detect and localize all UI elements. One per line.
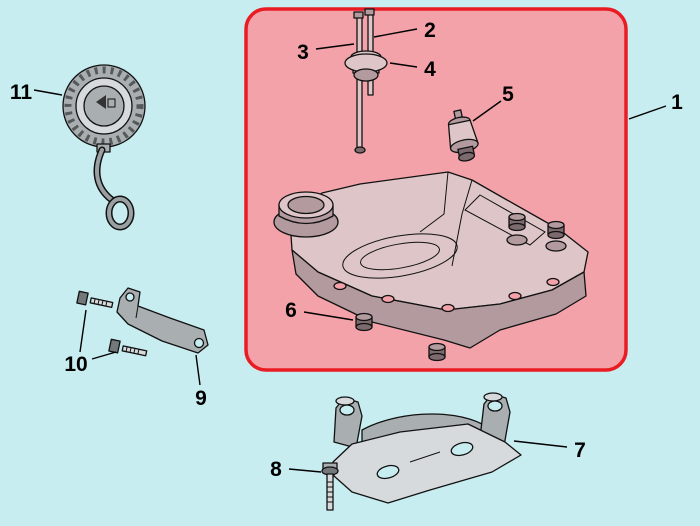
leader-line <box>91 351 117 360</box>
callout-10: 10 <box>64 353 87 376</box>
leader-line <box>33 89 63 96</box>
tank-grommets-part <box>355 212 565 362</box>
screws-part <box>76 290 148 357</box>
screw <box>108 338 148 357</box>
leader-line <box>195 354 201 386</box>
mount-bracket-part <box>332 392 522 504</box>
leader-line <box>472 100 502 122</box>
small-bracket-part <box>116 287 209 354</box>
callout-5: 5 <box>502 83 514 106</box>
fuel-filter-part <box>447 109 479 162</box>
callout-6: 6 <box>285 299 297 322</box>
callouts: 1 2 3 4 5 6 7 8 9 10 11 <box>10 19 683 481</box>
callout-3: 3 <box>297 41 309 64</box>
grommet <box>547 220 565 240</box>
callout-9: 9 <box>195 387 207 410</box>
callout-8: 8 <box>270 458 282 481</box>
grommet <box>508 212 526 232</box>
grommet <box>428 342 446 362</box>
fuel-cap-part <box>62 64 146 231</box>
callout-2: 2 <box>424 19 436 42</box>
leader-line <box>303 311 354 321</box>
callout-1: 1 <box>671 91 683 114</box>
leader-line <box>389 62 418 68</box>
leader-line <box>373 28 418 38</box>
callout-4: 4 <box>424 58 436 81</box>
leader-lines <box>33 28 667 473</box>
screw <box>76 290 114 309</box>
leader-line <box>288 468 322 473</box>
callout-11: 11 <box>10 81 33 104</box>
grommet <box>355 312 373 332</box>
tube-grommet-part <box>344 50 388 82</box>
leader-line <box>315 43 355 50</box>
fuel-tank-part <box>273 171 589 349</box>
callout-7: 7 <box>574 439 586 462</box>
leader-line <box>79 309 87 353</box>
leader-line <box>628 105 667 120</box>
leader-line <box>513 440 568 448</box>
cap-symbol <box>96 95 106 109</box>
bolt-part <box>321 462 339 511</box>
